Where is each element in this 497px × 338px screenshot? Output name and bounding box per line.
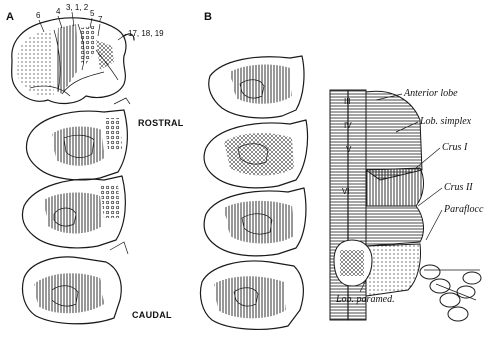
crus-2-label: Crus II [444, 182, 473, 193]
section-a-3 [23, 242, 129, 324]
vermis-label-v: V [346, 145, 352, 154]
lob-simplex-label: Lob. simplex [419, 116, 472, 127]
section-b-4 [200, 261, 303, 329]
crus-1-label: Crus I [442, 142, 468, 153]
brain-lateral-drawing [12, 18, 134, 104]
rostral-label: ROSTRAL [138, 118, 184, 128]
section-b-2 [204, 120, 307, 188]
lob-paramed-label: Lob. paramed. [335, 294, 395, 305]
area-label-6: 6 [36, 11, 41, 20]
vermis-label-vi: VI [342, 187, 350, 196]
section-b-3 [204, 188, 306, 256]
area-label-7: 7 [98, 15, 103, 24]
panel-b-label: B [204, 11, 212, 23]
panel-a-label: A [6, 11, 14, 23]
parafloc-leader [426, 210, 442, 240]
area-label-4: 4 [56, 7, 61, 16]
vermis-label-iv: IV [344, 121, 352, 130]
caudal-label: CAUDAL [132, 310, 172, 320]
section-b-1 [209, 56, 304, 118]
area-label-17-18-19: 17, 18, 19 [128, 29, 164, 38]
area-label-5: 5 [90, 9, 95, 18]
area-leader-3-1-2 [72, 12, 74, 26]
parafloc-label: Paraflocc [443, 204, 484, 215]
section-a-1 [26, 98, 130, 180]
vermis-label-iii: III [344, 97, 351, 106]
area-label-3-1-2: 3, 1, 2 [66, 3, 89, 12]
area-leader-7 [98, 24, 100, 36]
section-a-2 [22, 176, 125, 248]
anterior-lobe-label: Anterior lobe [403, 88, 458, 99]
